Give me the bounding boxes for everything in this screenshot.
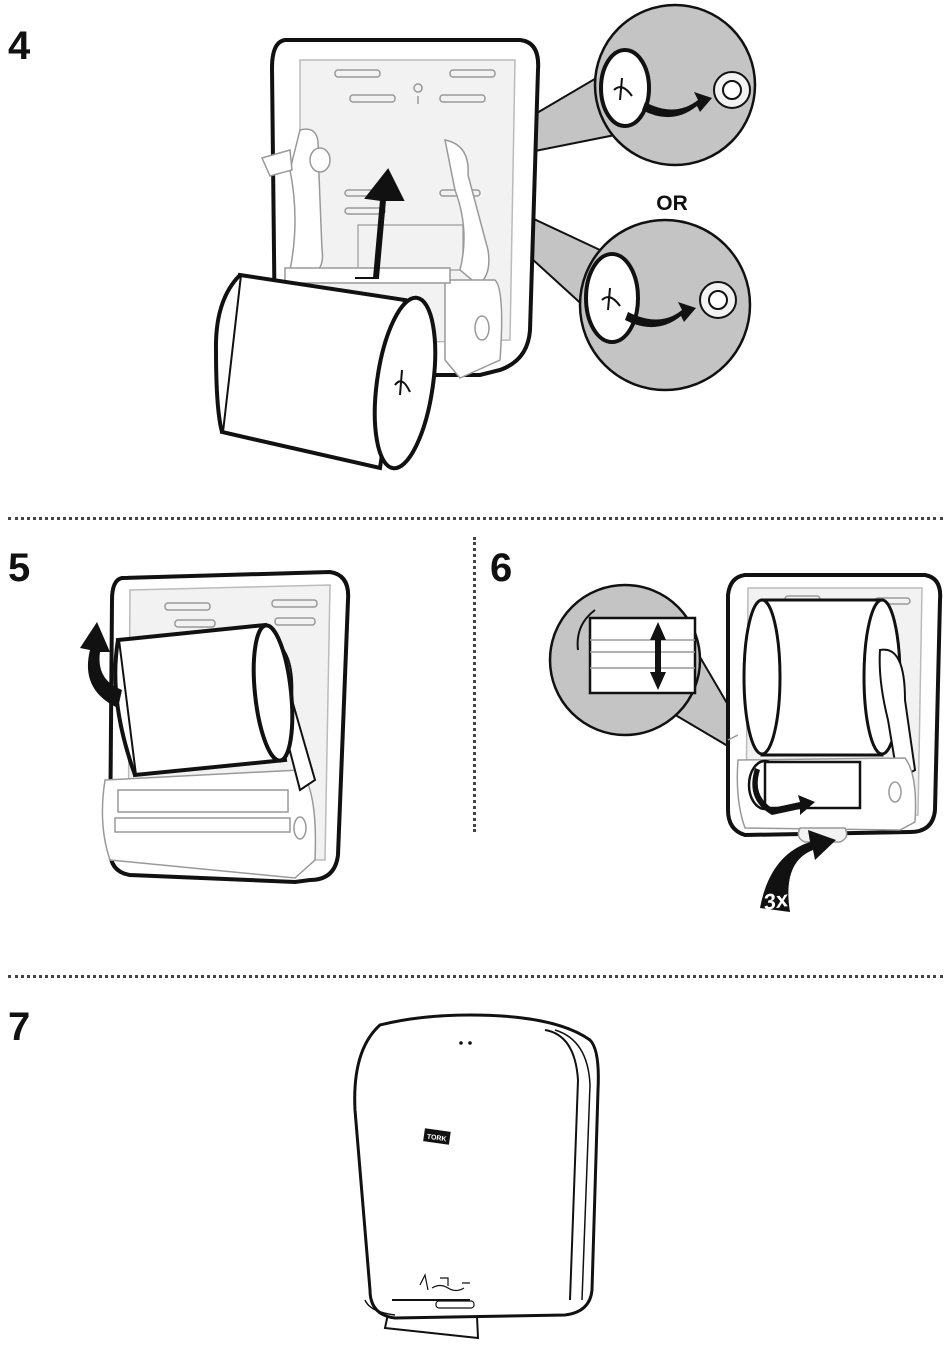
curved-arrow-icon: [642, 92, 712, 118]
step-5-illustration: [80, 569, 351, 885]
divider-bottom: [8, 975, 943, 978]
step-7-illustration: TORK: [353, 1013, 600, 1340]
curved-arrow-icon: [625, 302, 696, 328]
brand-badge-label: TORK: [426, 1134, 447, 1144]
step-7-number: 7: [8, 1005, 31, 1049]
press-count-label: 3x: [761, 886, 790, 915]
up-arrow-icon: [355, 168, 405, 279]
closed-dispenser: [353, 1013, 600, 1340]
divider-top: [8, 517, 943, 520]
step-6-number: 6: [490, 546, 513, 590]
callout-top: [593, 3, 757, 167]
callout-bottom: [578, 218, 752, 392]
divider-middle: [473, 537, 476, 832]
press-arrow-icon: 3x: [760, 830, 836, 915]
step-4-illustration: OR: [213, 3, 757, 471]
or-label: OR: [656, 192, 688, 215]
paper-roll: [213, 272, 438, 471]
brand-badge: TORK: [423, 1128, 451, 1145]
step-4-number: 4: [8, 24, 31, 68]
double-arrow-icon: [650, 622, 666, 690]
step-5-number: 5: [8, 546, 31, 590]
paper-roll: [113, 622, 295, 778]
callout-zoom: [548, 583, 702, 737]
step-6-illustration: 3x: [548, 573, 943, 915]
curved-arrow-icon: [752, 768, 815, 815]
rotate-arrow-icon: [80, 622, 122, 708]
